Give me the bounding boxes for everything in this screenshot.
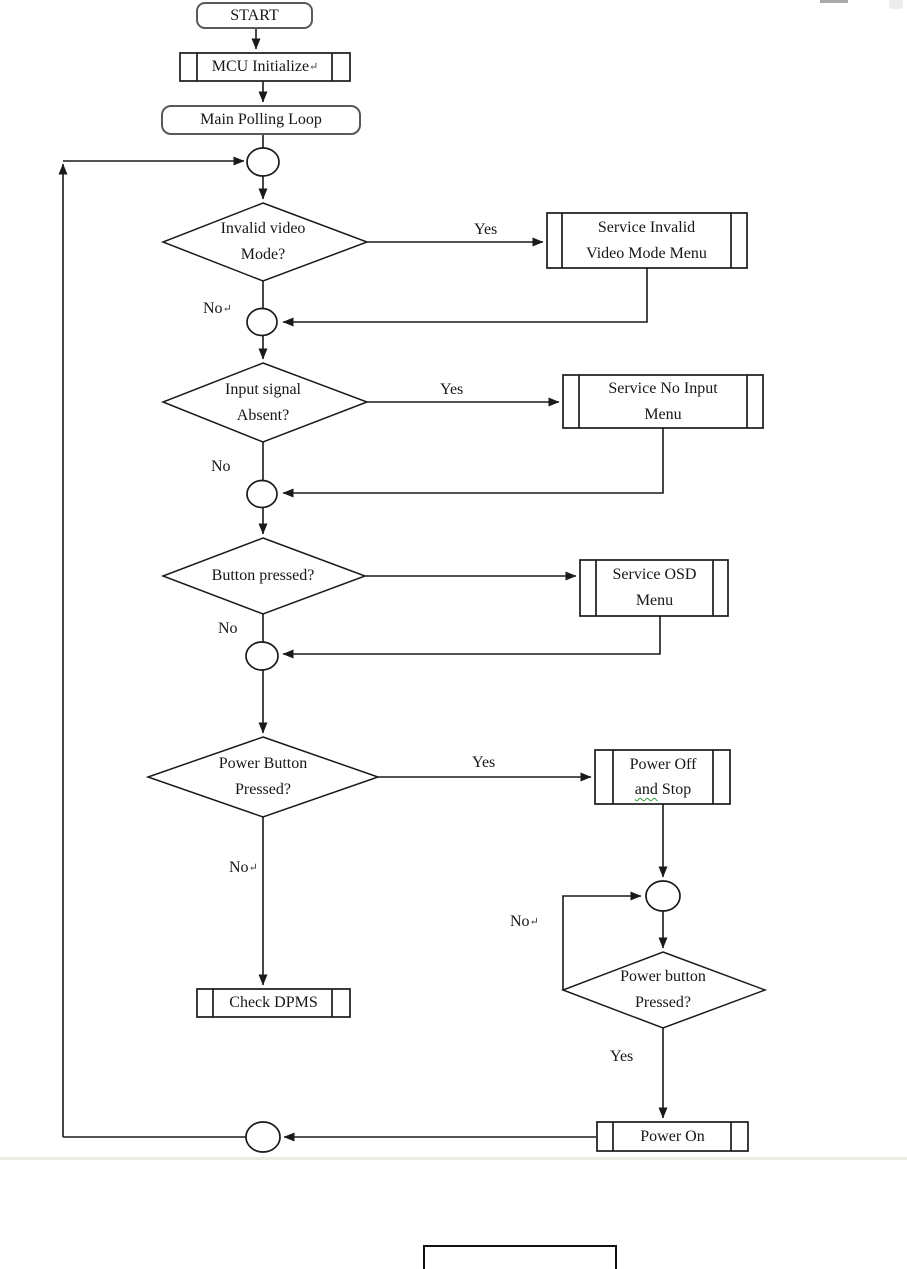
linebreak-mark: ↵ [309, 61, 319, 73]
edge-service-osd-return [282, 616, 661, 659]
power-on-shape [596, 1121, 749, 1152]
edge-service-invalid-return [282, 268, 648, 327]
invalid-video-decision-shape [160, 202, 370, 282]
power-button-2-decision-label: Power button Pressed? [620, 968, 706, 1011]
start-label: START [230, 6, 279, 24]
start-terminal-shape [196, 2, 313, 29]
power-off-shape [594, 749, 731, 805]
edge-power-button-2-no-loop [562, 891, 642, 990]
main-polling-loop-label: Main Polling Loop [200, 111, 322, 128]
invalid-video-decision-label: Invalid video Mode? [220, 220, 306, 263]
check-dpms-label: Check DPMS [229, 994, 318, 1011]
input-signal-no-label: No [211, 458, 231, 475]
power-button-yes-label: Yes [472, 754, 496, 771]
input-signal-decision-shape [160, 362, 370, 443]
button-pressed-decision-shape [160, 537, 368, 615]
power-button-no-label: No↵ [229, 859, 258, 876]
power-off-label: Power Off and Stop [629, 756, 697, 798]
service-invalid-label: Service Invalid Video Mode Menu [586, 219, 707, 262]
junction-e-circle [645, 880, 681, 912]
service-no-input-shape [562, 374, 764, 429]
service-osd-shape [579, 559, 729, 617]
spellcheck-squiggle: and [634, 781, 658, 798]
service-no-input-label: Service No Input Menu [608, 380, 718, 423]
button-pressed-decision-label: Button pressed? [211, 567, 315, 584]
mcu-initialize-label: MCU Initialize↵ [180, 53, 350, 81]
check-dpms-shape [196, 988, 351, 1018]
power-button-2-no-label: No↵ [510, 913, 539, 930]
junction-f-circle [245, 1121, 281, 1153]
page-break-separator [0, 1157, 907, 1160]
edge-service-no-input-return [282, 428, 664, 498]
invalid-video-yes-label: Yes [474, 221, 498, 238]
mcu-initialize-shape [179, 52, 351, 82]
junction-b-circle [246, 307, 278, 337]
linebreak-mark: ↵ [222, 303, 232, 315]
shapes [145, 2, 768, 1153]
linebreak-mark: ↵ [529, 916, 539, 928]
power-button-decision-label: Power Button Pressed? [218, 755, 308, 798]
power-button-2-yes-label: Yes [610, 1048, 634, 1065]
invalid-video-no-label: No↵ [203, 300, 232, 317]
power-on-label: Power On [640, 1127, 705, 1145]
button-pressed-no-label: No [218, 620, 238, 637]
power-button-decision-shape [145, 736, 381, 818]
main-polling-loop-shape [161, 105, 361, 135]
junction-c-circle [246, 479, 278, 509]
scrollbar-fragment [820, 0, 848, 3]
input-signal-yes-label: Yes [440, 381, 464, 398]
service-invalid-shape [546, 212, 748, 269]
service-osd-label: Service OSD Menu [612, 566, 697, 609]
linebreak-mark: ↵ [248, 862, 258, 874]
empty-footer-box [423, 1245, 617, 1269]
corner-fragment [889, 0, 903, 9]
connectors [58, 28, 668, 1142]
power-button-2-decision-shape [560, 951, 768, 1029]
junction-d-circle [245, 641, 279, 671]
input-signal-decision-label: Input signal Absent? [225, 381, 301, 424]
junction-a-circle [246, 147, 280, 177]
